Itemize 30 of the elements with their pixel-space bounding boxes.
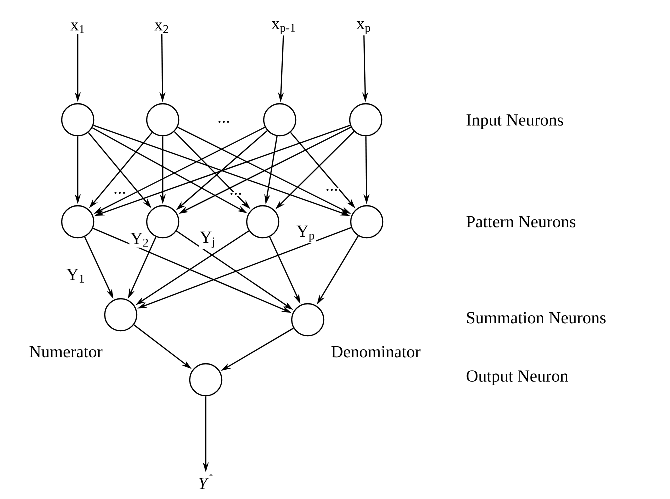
neuron-circle <box>350 205 384 239</box>
neuron-label: Numerator <box>28 345 104 359</box>
input-label: x$_{p-1}$ <box>272 22 296 34</box>
neuron-circle <box>104 298 138 332</box>
neuron-circle <box>146 205 180 239</box>
neuron-circle <box>61 205 95 239</box>
input-label: x$_{p}$ <box>356 22 371 34</box>
dots: ... <box>324 188 340 192</box>
input-label: Y$^{ˆ}$ <box>199 474 214 490</box>
neuron-label: Y$_{1}$ <box>66 268 86 284</box>
neuron-circle <box>189 363 223 397</box>
neuron-label: Denominator <box>330 345 422 359</box>
dots: ... <box>216 120 232 124</box>
layer-label: Summation Neurons <box>465 311 608 325</box>
layer-label: Output Neuron <box>465 370 570 386</box>
neuron-label: Y$_{j}$ <box>198 230 218 250</box>
neuron-circle <box>146 103 180 137</box>
input-label: x$_{2}$ <box>154 22 168 34</box>
neuron-label: Y$_{p}$ <box>296 224 316 244</box>
input-label: x$_{1}$ <box>70 22 84 34</box>
neuron-circle <box>263 103 297 137</box>
neuron-circle <box>246 205 280 239</box>
neuron-circle <box>61 103 95 137</box>
layer-label: Pattern Neurons <box>465 215 578 229</box>
neuron-label: Y$_{2}$ <box>130 232 150 248</box>
neuron-circle <box>291 303 325 337</box>
layer-label: Input Neurons <box>465 114 565 130</box>
dots: ... <box>112 191 128 195</box>
dots: ... <box>228 192 244 196</box>
neuron-circle <box>349 103 383 137</box>
